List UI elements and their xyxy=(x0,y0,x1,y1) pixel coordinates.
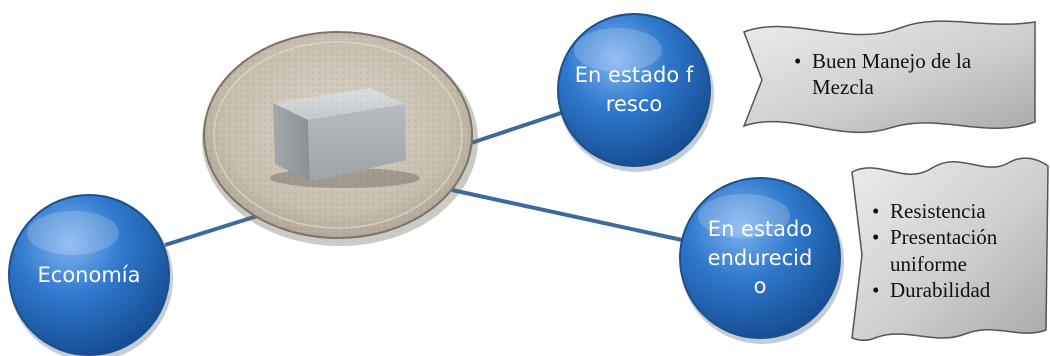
node-circle-fresh-state xyxy=(557,13,714,172)
connector-economy xyxy=(164,210,271,247)
node-circle-hardened-state xyxy=(679,177,844,344)
node-circle-economy xyxy=(8,194,173,356)
bullet-item: Presentación uniforme xyxy=(870,224,1042,277)
node-label-economy: Economía xyxy=(37,262,141,287)
node-label-hardened-state: En estado endurecido xyxy=(707,216,813,299)
callout-text-fresh: Buen Manejo de la Mezcla xyxy=(792,48,1022,101)
node-label-fresh-state: En estado fresco xyxy=(574,63,694,116)
callout-text-hardened: Resistencia Presentación uniforme Durabi… xyxy=(870,198,1042,303)
bullet-item: Durabilidad xyxy=(870,277,1042,304)
bullet-item: Resistencia xyxy=(870,198,1042,225)
bullet-item: Buen Manejo de la Mezcla xyxy=(792,48,1022,101)
concrete-block-photo xyxy=(202,31,478,246)
bullet-list-hardened: Resistencia Presentación uniforme Durabi… xyxy=(870,198,1042,303)
bullet-list-fresh: Buen Manejo de la Mezcla xyxy=(792,48,1022,101)
connector-hardened-state xyxy=(451,188,683,242)
